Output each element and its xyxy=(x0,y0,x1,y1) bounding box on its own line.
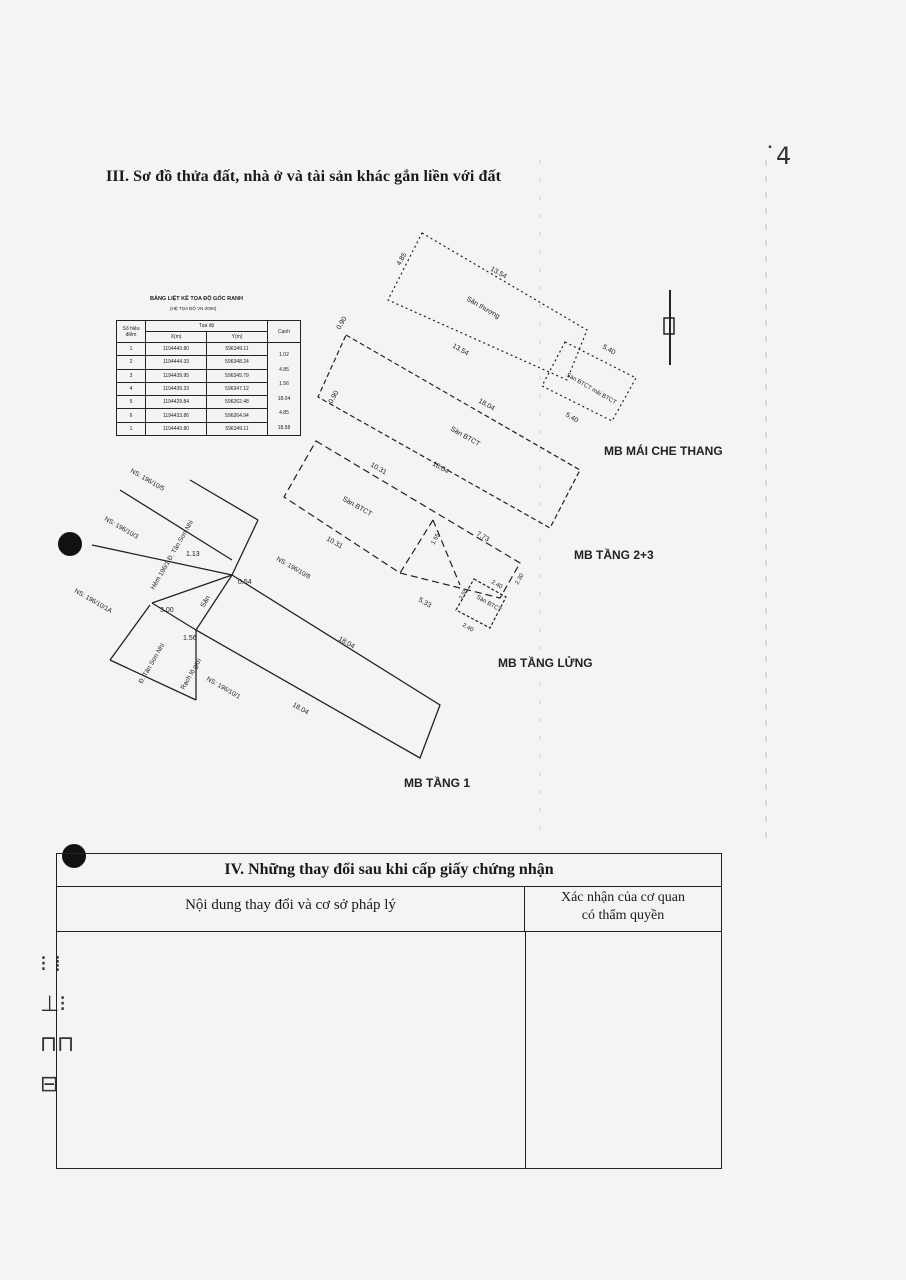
coord-table-subtitle: (HỆ TỌA ĐỘ VN-2000) xyxy=(170,306,217,311)
label-mezzanine: MB TẦNG LỬNG xyxy=(498,656,593,670)
punch-hole xyxy=(62,844,86,868)
dim-485a: 4.85 xyxy=(396,252,409,267)
dim-1804b: 18.04 xyxy=(431,461,450,476)
dim-240a: 2.40 xyxy=(490,580,504,591)
label-slab-23: Sàn BTCT xyxy=(449,426,481,449)
label-ns3: NS: 196/10/1A xyxy=(73,588,114,616)
floor-plan-diagram: Sân thượng Sàn BTCT mái BTCT 13.54 13.54… xyxy=(73,160,767,840)
dim-1804a: 18.04 xyxy=(477,398,496,413)
dim-090b: 0.90 xyxy=(328,390,341,405)
dim-156: 1.56 xyxy=(183,635,197,642)
mezzanine-plan xyxy=(283,440,521,629)
corner-mark: ˙4 xyxy=(764,142,792,170)
table-row: 1 1194443.80 596349.11 1.02 4.85 1.56 18… xyxy=(116,341,301,436)
label-terrace: Sân thượng xyxy=(465,296,501,321)
dim-1354a: 13.54 xyxy=(489,266,508,281)
section-4-title: IV. Những thay đổi sau khi cấp giấy chứn… xyxy=(57,854,721,887)
dim-054: 0.54 xyxy=(238,579,252,586)
label-roof-floor: MB MÁI CHE THANG xyxy=(604,444,723,458)
label-street2: Đ. Tân Sơn Nhì xyxy=(138,642,167,685)
content-cell xyxy=(57,932,526,1168)
dim-1804d: 18.04 xyxy=(291,702,310,717)
dim-113: 1.13 xyxy=(186,551,200,558)
label-canal: Rạch lộ giới xyxy=(180,658,203,691)
label-floor-23: MB TẦNG 2+3 xyxy=(574,548,654,562)
dim-300: 3.00 xyxy=(160,607,174,614)
floor23-plan xyxy=(317,334,581,529)
punch-hole xyxy=(58,532,82,556)
roof-plan xyxy=(387,232,637,422)
col-confirm-header: Xác nhận của cơ quan có thẩm quyền xyxy=(560,890,685,923)
label-slab-mezz: Sàn BTCT xyxy=(341,496,373,519)
dim-540a: 5.40 xyxy=(601,344,616,357)
floor1-plan xyxy=(91,479,441,759)
dim-533: 5.33 xyxy=(417,597,432,610)
label-ns5: NS: 196/10/1 xyxy=(205,676,242,701)
dim-155: 1.55 xyxy=(431,532,442,546)
dim-230: 2.30 xyxy=(515,572,526,586)
label-ns2: NS: 196/10/3 xyxy=(103,516,140,541)
label-floor-1: MB TẦNG 1 xyxy=(404,776,470,790)
col-content-header: Nội dung thay đổi và cơ sở pháp lý xyxy=(57,887,525,931)
dim-1031b: 10.31 xyxy=(325,536,344,551)
dim-1804c: 18.04 xyxy=(337,636,356,651)
coord-table: Số hiệu điểm Tọa độ Cạnh X(m) Y(m) 1 119… xyxy=(116,320,301,437)
coord-table-title: BẢNG LIỆT KÊ TỌA ĐỘ GÓC RANH xyxy=(150,296,243,302)
north-arrow-icon xyxy=(663,290,675,365)
dim-240b: 2.40 xyxy=(461,623,475,634)
section-3-title: III. Sơ đồ thửa đất, nhà ở và tài sản kh… xyxy=(106,168,502,185)
dim-090a: 0.90 xyxy=(336,316,349,331)
label-ns1: NS: 196/10/5 xyxy=(129,468,166,493)
dim-773: 7.73 xyxy=(475,531,490,544)
label-ns4: NS: 196/10/8 xyxy=(275,556,312,581)
changes-table: IV. Những thay đổi sau khi cấp giấy chứn… xyxy=(56,853,722,1169)
dim-1031a: 10.31 xyxy=(369,462,388,477)
margin-marks: ⁝ ⁞⊥⁝⊓⊓⊟ xyxy=(40,952,75,1097)
dim-255: 2.55 xyxy=(459,587,470,601)
label-yard: Sân xyxy=(200,595,212,609)
dim-1354b: 13.54 xyxy=(451,343,470,358)
label-roof-slab: Sàn BTCT mái BTCT xyxy=(565,373,617,407)
dim-540b: 5.40 xyxy=(564,412,579,425)
